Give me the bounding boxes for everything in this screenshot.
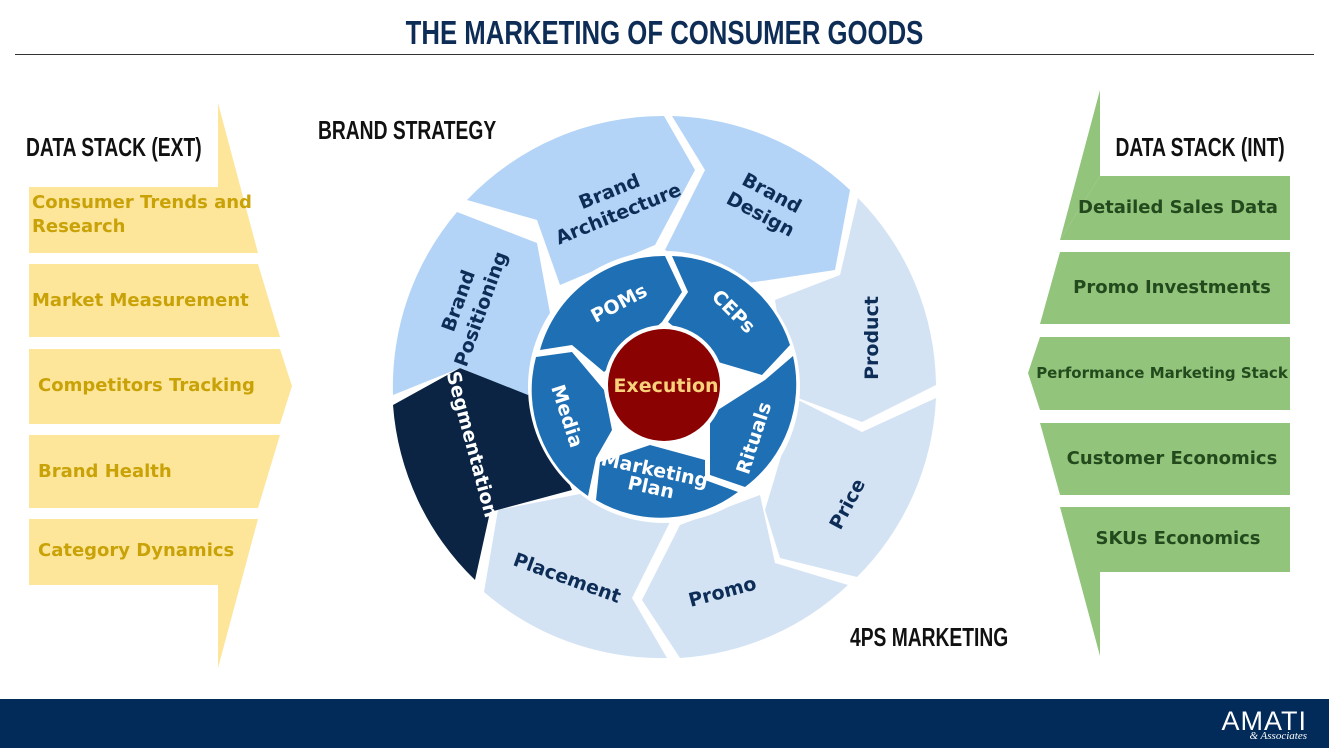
- title-divider: [15, 54, 1314, 55]
- ext-item-brand-health-shape: [29, 435, 280, 508]
- ext-item-consumer-trends-shape: [29, 187, 258, 253]
- execution-core: [608, 329, 720, 441]
- int-item-promo-investments: Promo Investments: [1073, 277, 1271, 298]
- data-stack-int-heading: DATA STACK (INT): [1115, 132, 1285, 162]
- page-title: THE MARKETING OF CONSUMER GOODS: [405, 14, 924, 51]
- ext-item-category-dynamics-shape: [29, 519, 258, 668]
- int-item-skus-economics: SKUs Economics: [1095, 528, 1261, 549]
- ext-item-category-dynamics: Category Dynamics: [38, 540, 235, 561]
- inner-segment-marketing-plan: [596, 445, 738, 518]
- int-item-performance-marketing: Performance Marketing Stack: [1036, 364, 1288, 382]
- brand-strategy-heading: BRAND STRATEGY: [318, 115, 497, 145]
- int-item-customer-economics-shape: [1040, 423, 1290, 495]
- label-product: Product: [861, 296, 883, 380]
- center-label-execution: Execution: [613, 375, 718, 397]
- ext-item-consumer-trends-line2: Research: [32, 216, 126, 237]
- segment-placement: [484, 492, 670, 659]
- ext-item-market-measurement-shape: [29, 264, 280, 337]
- ext-item-consumer-trends: Consumer Trends and Research: [32, 191, 252, 239]
- footer-bar: [0, 699, 1329, 748]
- company-logo: AMATI: [1221, 706, 1307, 736]
- ext-item-competitors-tracking: Competitors Tracking: [38, 375, 255, 396]
- int-item-detailed-sales-shape: [1060, 176, 1290, 240]
- data-stack-int: [1028, 90, 1290, 656]
- segment-brand-positioning: [392, 212, 555, 395]
- segment-product: [775, 198, 936, 422]
- ext-item-market-measurement: Market Measurement: [32, 290, 249, 311]
- segment-price: [765, 398, 936, 577]
- ext-item-competitors-shape: [29, 349, 292, 424]
- inner-segment-rituals: [710, 356, 797, 487]
- inner-segment-poms: [540, 255, 682, 372]
- segment-segmentation: [393, 368, 572, 580]
- data-stack-ext: [29, 103, 292, 668]
- ext-item-consumer-trends-line1: Consumer Trends and: [32, 192, 252, 213]
- int-item-detailed-sales: Detailed Sales Data: [1078, 197, 1278, 218]
- int-item-customer-economics: Customer Economics: [1066, 448, 1278, 469]
- four-ps-heading: 4PS MARKETING: [850, 622, 1009, 652]
- int-item-skus-economics-shape: [1060, 507, 1290, 656]
- segment-promo: [642, 495, 848, 658]
- int-item-performance-marketing-shape: [1028, 337, 1290, 410]
- ext-item-brand-health: Brand Health: [38, 461, 172, 482]
- segment-brand-architecture: [467, 115, 695, 285]
- int-item-promo-investments-shape: [1040, 252, 1290, 324]
- int-arrow-spine: [1060, 90, 1100, 240]
- inner-segment-media: [531, 352, 612, 496]
- segment-brand-design: [665, 116, 850, 285]
- company-logo-subtitle: & Associates: [1249, 730, 1307, 742]
- data-stack-ext-heading: DATA STACK (EXT): [26, 132, 202, 162]
- outer-wheel: [392, 115, 936, 659]
